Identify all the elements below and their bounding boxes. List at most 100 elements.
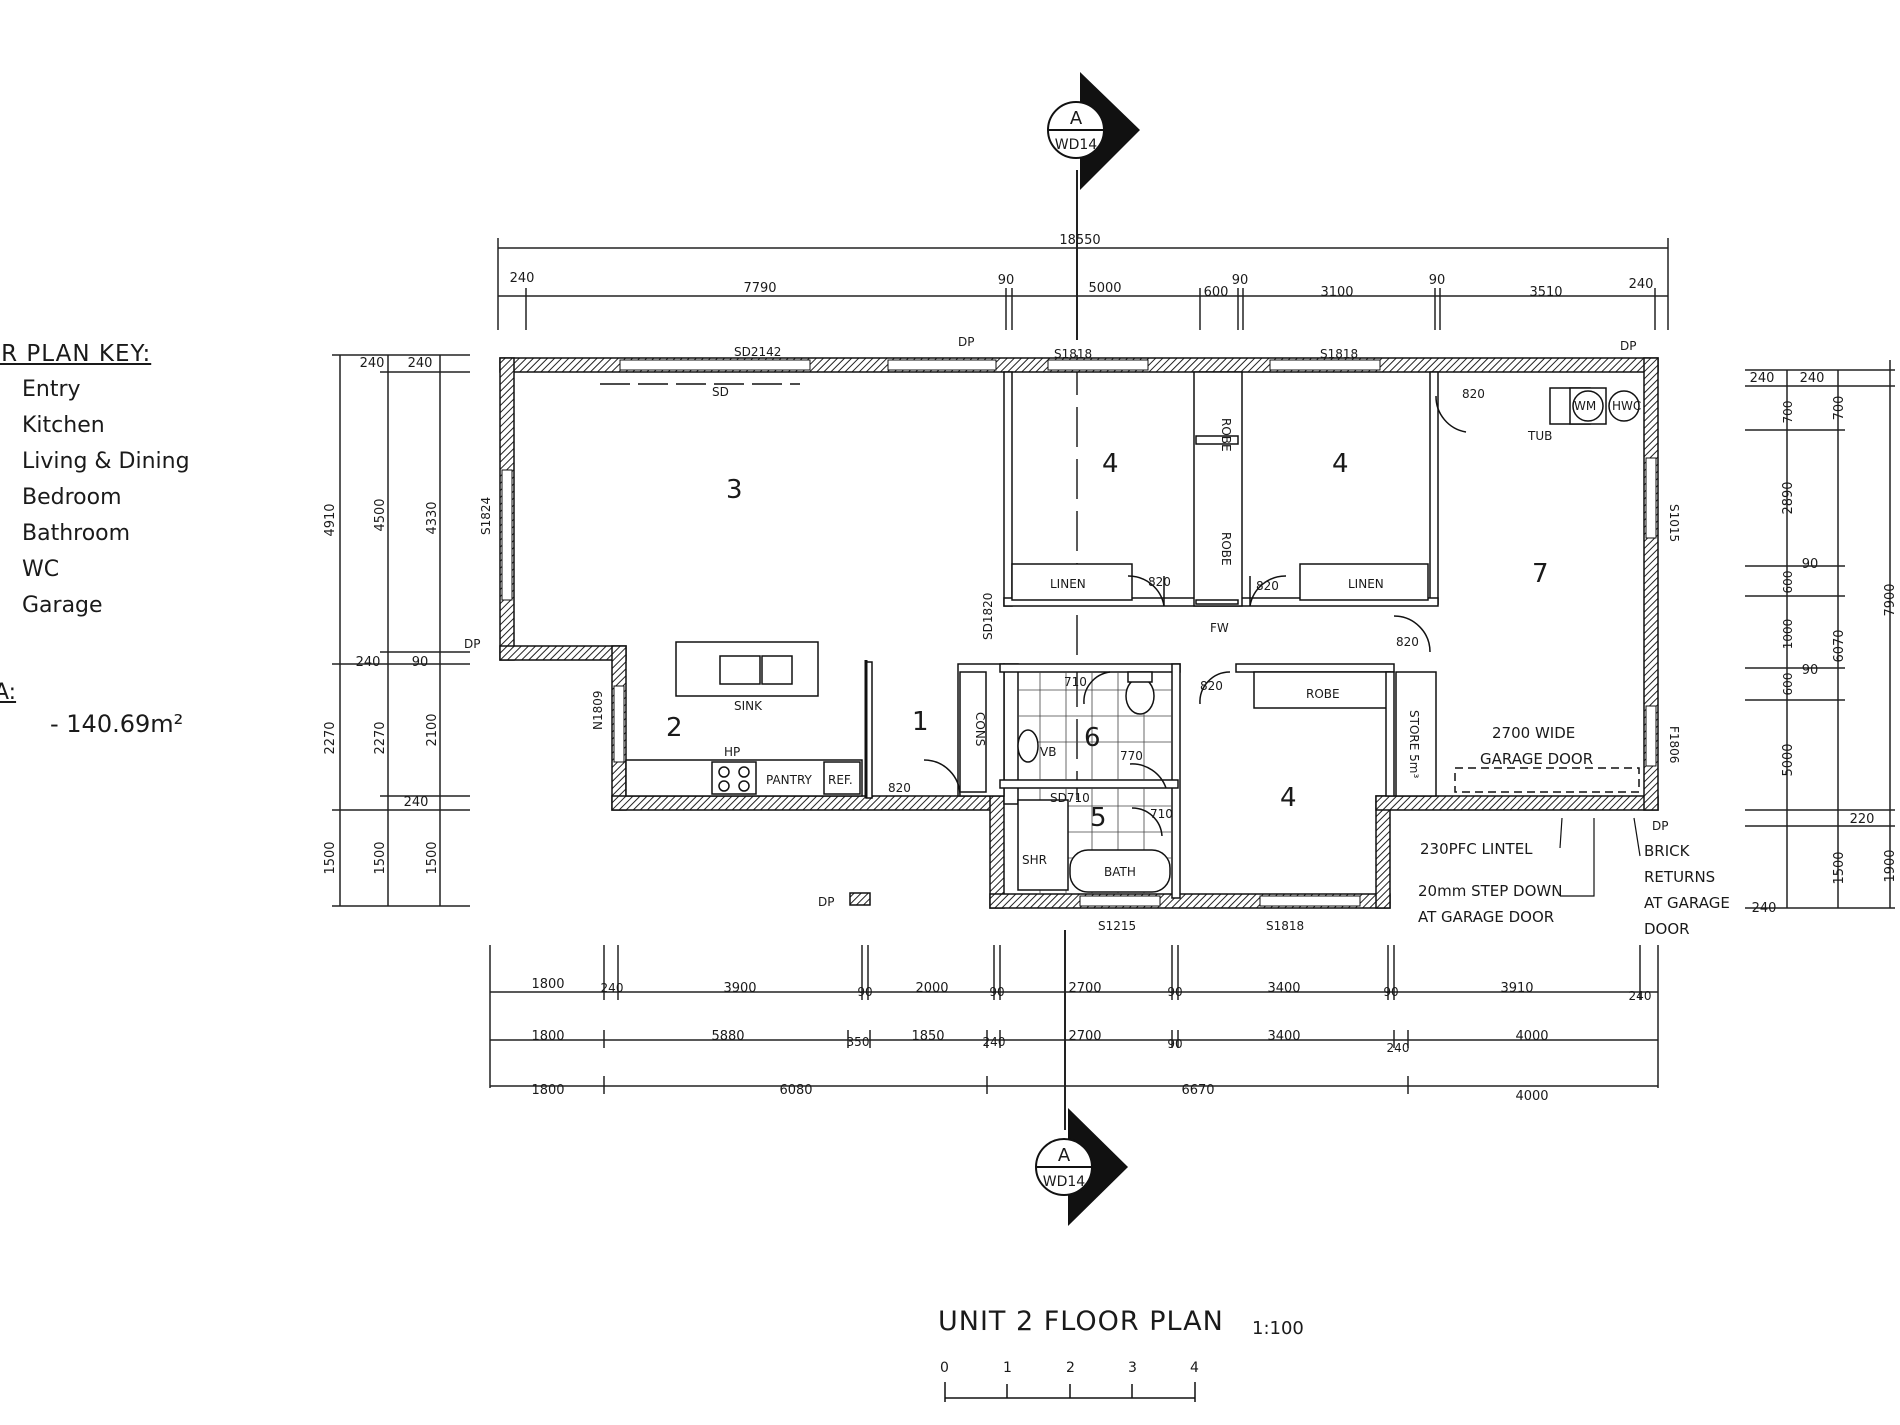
room-bed-3: 4 [1280, 783, 1297, 813]
dim-left-mid-1: 4500 [373, 498, 388, 531]
room-bathroom: 5 [1090, 803, 1107, 833]
label-dp-3: DP [464, 637, 480, 651]
windows [501, 359, 1657, 907]
dim-overall: 18550 [1059, 233, 1100, 248]
note-brick-2: RETURNS [1644, 868, 1715, 886]
dim-top-6: 3100 [1320, 285, 1353, 300]
dim-left-mid-3: 90 [412, 655, 429, 670]
dim-top-8: 3510 [1529, 285, 1562, 300]
note-brick-3: AT GARAGE [1644, 894, 1730, 912]
bathroom-tiles [1018, 672, 1172, 894]
window-s1215: S1215 [1098, 919, 1136, 933]
external-walls [499, 357, 1659, 909]
window-sd1820: SD1820 [981, 593, 995, 640]
scale-bar-3: 3 [1128, 1360, 1137, 1376]
dim-left-inner-0: 240 [408, 356, 433, 371]
door-820-5: 820 [1200, 679, 1223, 693]
scale-bar-0: 0 [940, 1360, 949, 1376]
key-item-kitchen: Kitchen [22, 413, 105, 438]
dim-left-inner-2: 2100 [425, 713, 440, 746]
dim-right-outer-1: 1900 [1883, 849, 1898, 882]
dim-bottom3-1: 6080 [779, 1083, 812, 1098]
label-pantry: PANTRY [766, 773, 813, 787]
key-item-bedroom: Bedroom [22, 485, 122, 510]
dim-right-mid-6: 240 [1752, 901, 1777, 916]
label-sink: SINK [734, 699, 763, 713]
section-marker-bottom: A WD14 [1035, 1108, 1128, 1226]
label-dp-1: DP [958, 335, 974, 349]
dim-left-outer-2: 1500 [323, 841, 338, 874]
dim-bottom2-1: 5880 [711, 1029, 744, 1044]
note-step-2: AT GARAGE DOOR [1418, 908, 1554, 926]
dim-left-mid-4: 2270 [373, 721, 388, 754]
dim-right-inner-3: 1000 [1781, 619, 1795, 650]
drawing-title: UNIT 2 FLOOR PLAN [938, 1306, 1224, 1337]
key-item-entry: Entry [22, 377, 81, 402]
section-marker-top-letter: A [1070, 108, 1083, 129]
dim-right-inner-6: 5000 [1781, 743, 1796, 776]
garage-door-line-2: GARAGE DOOR [1480, 750, 1593, 768]
door-820-1: 820 [1148, 575, 1171, 589]
door-820-6: 820 [888, 781, 911, 795]
section-marker-bottom-letter: A [1058, 1145, 1071, 1166]
note-leaders [1559, 817, 1641, 897]
dim-right-inner-0: 240 [1800, 371, 1825, 386]
dim-top-0: 240 [510, 271, 535, 286]
section-marker-top: A WD14 [1047, 72, 1140, 190]
key-item-bathroom: Bathroom [22, 521, 131, 546]
note-brick-1: BRICK [1644, 842, 1691, 860]
label-wm: WM [1574, 399, 1596, 413]
dim-top-4: 600 [1204, 285, 1229, 300]
dim-bottom2-8: 240 [1387, 1041, 1410, 1055]
dim-bottom2-3: 1850 [911, 1029, 944, 1044]
room-bed-2: 4 [1332, 449, 1349, 479]
dim-top-3: 5000 [1088, 281, 1121, 296]
dim-bottom1-9: 90 [1383, 985, 1398, 999]
dim-left-inner-1: 4330 [425, 501, 440, 534]
dim-bottom1-5: 90 [989, 985, 1004, 999]
dim-bottom1-3: 90 [857, 985, 872, 999]
room-garage: 7 [1532, 559, 1549, 589]
garage-door-line-1: 2700 WIDE [1492, 724, 1575, 742]
dim-bottom2-7: 3400 [1267, 1029, 1300, 1044]
dim-bottom1-1: 240 [601, 981, 624, 995]
door-820-3: 820 [1462, 387, 1485, 401]
dim-top-1: 7790 [743, 281, 776, 296]
dim-bottom1-8: 3400 [1267, 981, 1300, 996]
dim-left-inner-3: 1500 [425, 841, 440, 874]
label-dp-5: DP [1652, 819, 1668, 833]
window-f1806: F1806 [1667, 726, 1681, 763]
note-brick-4: DOOR [1644, 920, 1690, 938]
left-dimensions [332, 354, 470, 907]
bottom-dimensions [489, 945, 1659, 1094]
window-sd710: SD710 [1050, 791, 1090, 805]
area-value: - 140.69m² [50, 710, 184, 738]
door-820-2: 820 [1256, 579, 1279, 593]
label-fw: FW [1210, 621, 1229, 635]
dim-bottom1-7: 90 [1167, 985, 1182, 999]
dim-bottom1-2: 3900 [723, 981, 756, 996]
dim-bottom3-2: 6670 [1181, 1083, 1214, 1098]
window-s1015: S1015 [1667, 504, 1681, 542]
dim-right-inner-4: 90 [1802, 663, 1819, 678]
room-entry: 1 [912, 707, 929, 737]
room-bed-1: 4 [1102, 449, 1119, 479]
label-cons: CONS [973, 712, 987, 746]
scale-bar [944, 1382, 1196, 1402]
dim-right-inner-2: 600 [1781, 571, 1795, 594]
room-living: 3 [726, 475, 743, 505]
key-item-living-dining: Living & Dining [22, 449, 190, 474]
dim-right-inner-5: 600 [1781, 673, 1795, 696]
label-robe-3: ROBE [1306, 687, 1340, 701]
window-n1809: N1809 [591, 690, 605, 730]
dim-bottom2-9: 4000 [1515, 1029, 1548, 1044]
door-710-1: 710 [1064, 675, 1087, 689]
label-dp-4: DP [818, 895, 834, 909]
key-item-garage: Garage [22, 593, 103, 618]
drawing-scale: 1:100 [1252, 1318, 1304, 1339]
section-marker-top-sheet: WD14 [1055, 137, 1098, 153]
dim-left-outer-0: 4910 [323, 503, 338, 536]
room-kitchen: 2 [666, 713, 683, 743]
room-wc: 6 [1084, 723, 1101, 753]
